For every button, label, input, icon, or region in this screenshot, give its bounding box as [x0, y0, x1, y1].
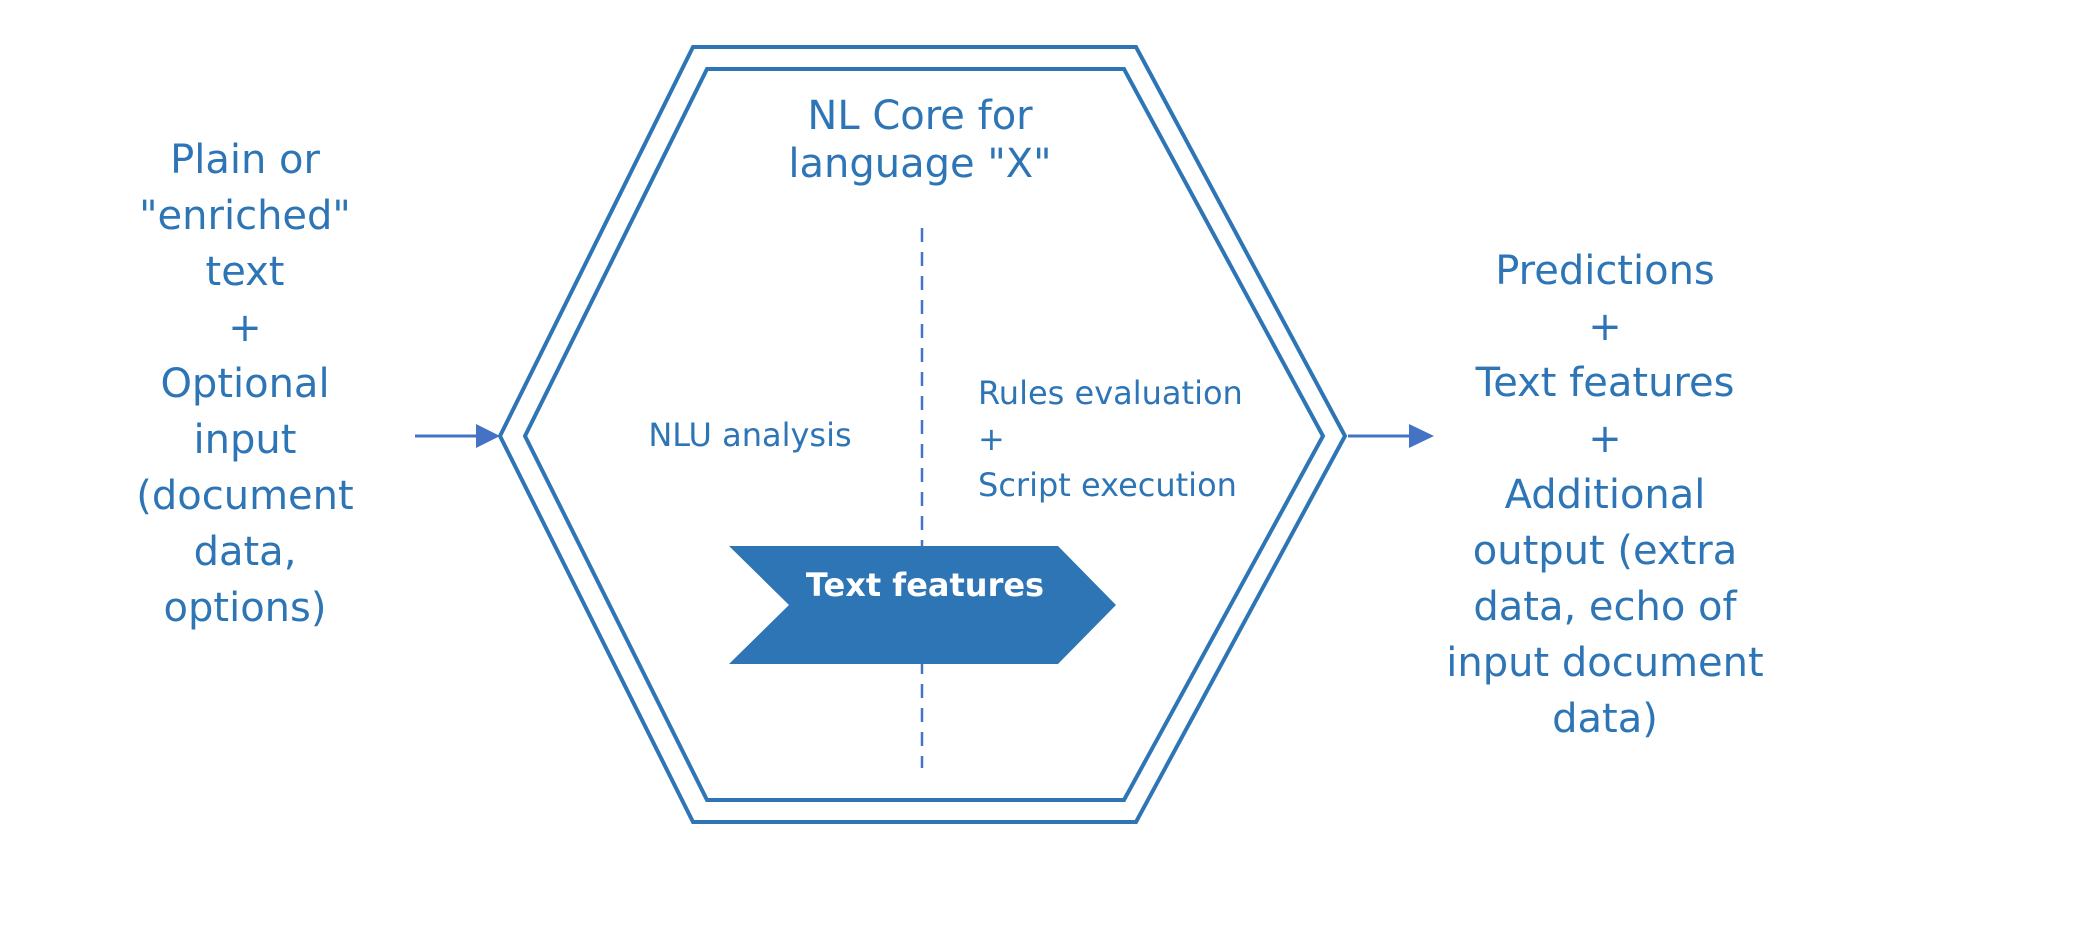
core-hexagon-inner	[522, 67, 1326, 802]
rules-script-label: Rules evaluation + Script execution	[978, 374, 1243, 504]
output-arrow-icon	[1348, 424, 1434, 448]
core-title: NL Core for language "X"	[788, 93, 1052, 187]
text-features-chevron	[729, 546, 1116, 664]
nlu-analysis-label: NLU analysis	[648, 416, 852, 454]
output-description: Predictions + Text features + Additional…	[1446, 248, 1764, 742]
input-arrow-icon	[415, 424, 500, 448]
text-features-label: Text features	[805, 566, 1045, 604]
input-description: Plain or "enriched" text + Optional inpu…	[136, 137, 354, 631]
